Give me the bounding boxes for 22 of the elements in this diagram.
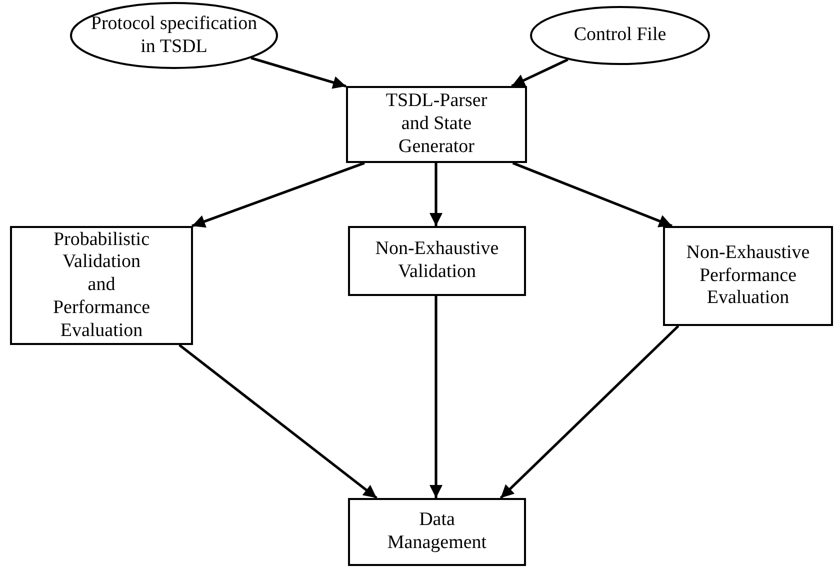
process-box [348,498,526,566]
node-label: Non-Exhaustive Performance Evaluation [685,242,811,310]
arrow [511,58,568,88]
node-label: Control File [572,24,668,47]
node-label: Probabilistic Validation and Performance Evaluation [52,228,152,342]
process-box [663,226,833,326]
process-box [346,86,527,163]
arrow [430,296,442,498]
arrow [178,344,378,500]
input-ellipse [530,6,710,65]
node-label: Data Management [386,509,488,555]
arrow [512,162,672,228]
input-ellipse [70,2,278,69]
arrow [430,163,442,226]
node-label: Non-Exhaustive Validation [374,238,500,284]
arrow [250,56,346,89]
arrow [500,325,680,499]
node-label: TSDL-Parser and State Generator [384,90,488,159]
arrow [192,162,365,228]
node-label: Protocol specification in TSDL [90,12,258,58]
process-box [348,226,526,296]
process-box [10,226,193,345]
